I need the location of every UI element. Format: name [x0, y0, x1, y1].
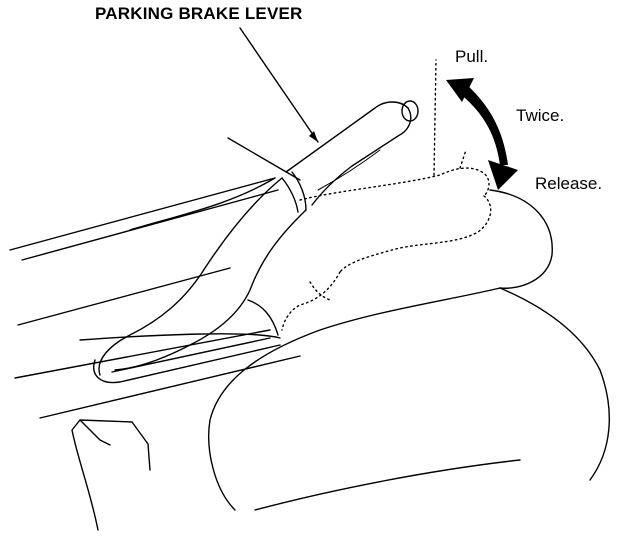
- console-body: [9, 137, 610, 531]
- release-label: Release.: [535, 174, 603, 193]
- twice-label: Twice.: [516, 106, 565, 125]
- motion-arrow-icon: [446, 78, 518, 190]
- lever-boot: [281, 59, 492, 331]
- pull-label: Pull.: [455, 47, 489, 66]
- parking-brake-lever: [93, 100, 419, 384]
- title-leader-line: [239, 27, 319, 143]
- parking-brake-lever-label: PARKING BRAKE LEVER: [95, 4, 303, 23]
